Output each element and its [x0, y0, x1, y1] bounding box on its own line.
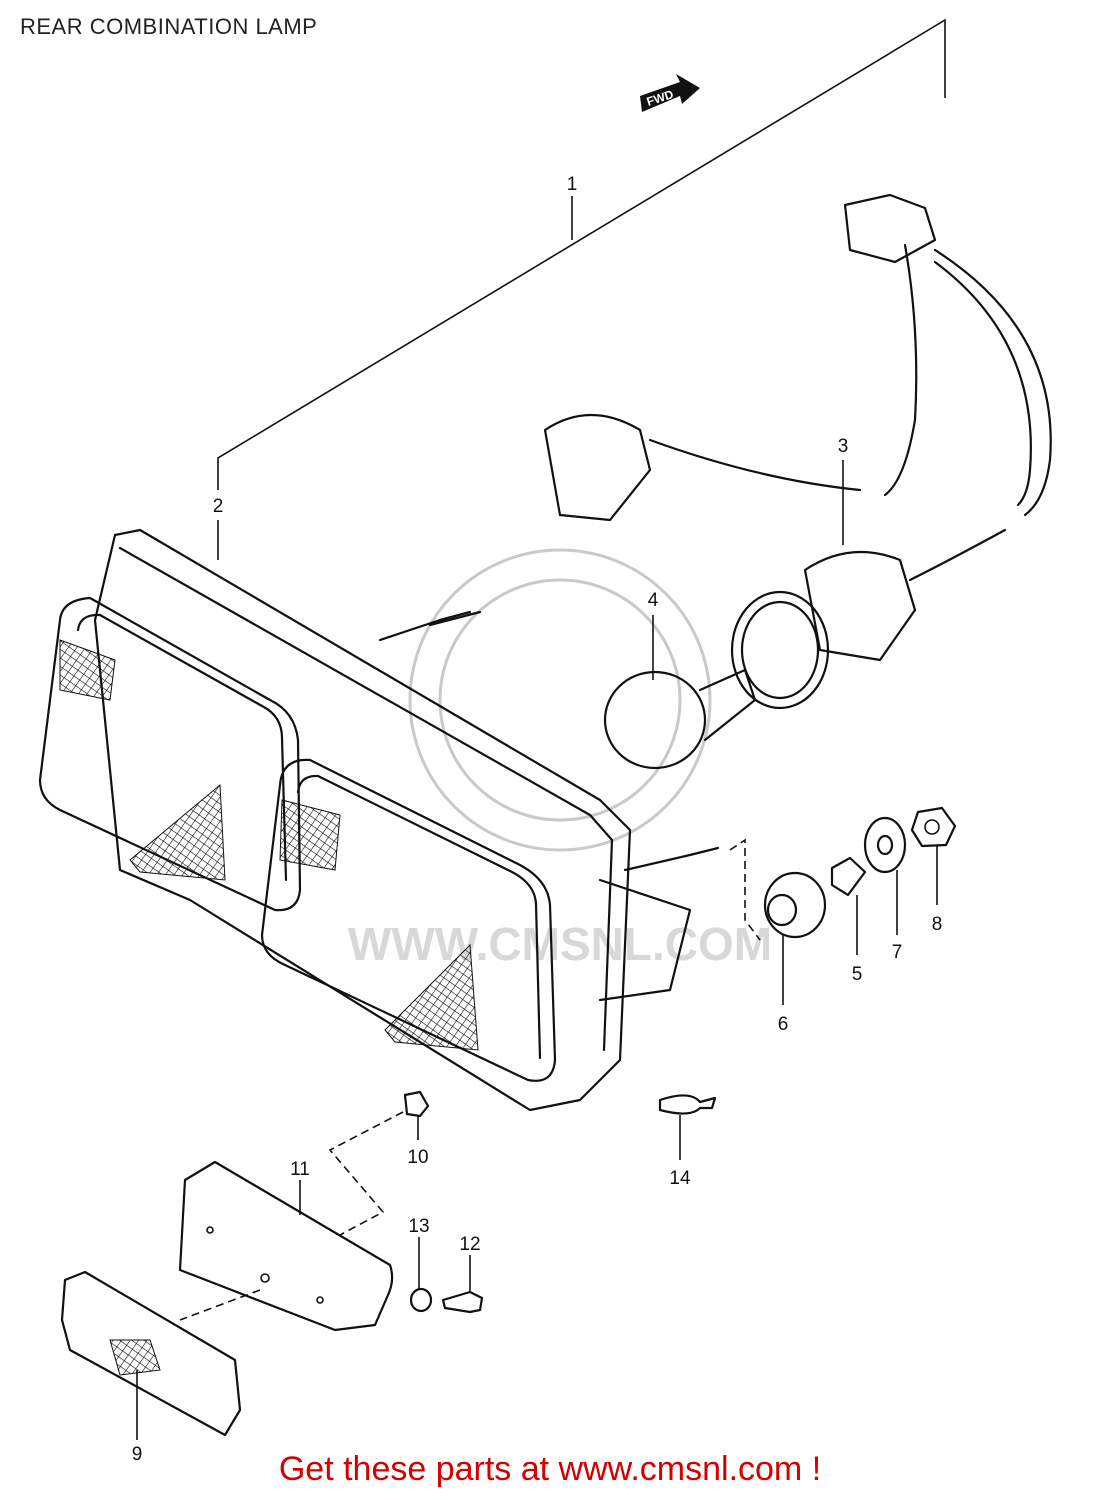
wedge-bulb	[658, 1094, 717, 1115]
watermark-text: WWW.CMSNL.COM	[348, 918, 772, 970]
nut	[910, 806, 957, 848]
callout-2: 2	[213, 496, 224, 517]
leader-lines	[136, 460, 938, 1440]
callout-labels: 1 2 3 4 5 6 7 8 9 10 11 12 13 14	[132, 174, 943, 1465]
callout-11: 11	[290, 1159, 310, 1180]
socket-harness	[543, 193, 1052, 662]
diagram-title: REAR COMBINATION LAMP	[20, 14, 318, 39]
callout-14: 14	[669, 1168, 691, 1189]
watermark-logo: WWW.CMSNL.COM	[348, 548, 772, 970]
footer-promo-link[interactable]: Get these parts at www.cmsnl.com !	[278, 1450, 822, 1488]
callout-3: 3	[838, 436, 849, 457]
screw	[441, 1290, 484, 1314]
fwd-arrow-icon: FWD	[640, 74, 700, 112]
bulb	[603, 590, 830, 770]
nut-10	[403, 1090, 430, 1118]
callout-12: 12	[459, 1234, 480, 1255]
callout-6: 6	[778, 1014, 789, 1035]
callout-1: 1	[567, 174, 578, 195]
fwd-label: FWD	[645, 87, 676, 109]
callout-10: 10	[407, 1147, 428, 1168]
callout-7: 7	[892, 942, 903, 963]
washer-13	[409, 1287, 433, 1313]
callout-9: 9	[132, 1444, 143, 1465]
assembly-bracket	[217, 18, 946, 490]
callout-5: 5	[852, 964, 863, 985]
reflector-base	[178, 1160, 394, 1332]
callout-13: 13	[408, 1216, 429, 1237]
callout-8: 8	[932, 914, 943, 935]
grommet	[763, 871, 827, 939]
callout-4: 4	[648, 590, 659, 611]
reflector-lens	[60, 1270, 242, 1437]
spacer-collar	[830, 856, 867, 897]
lamp-housing	[38, 528, 720, 1112]
washer	[863, 816, 907, 874]
